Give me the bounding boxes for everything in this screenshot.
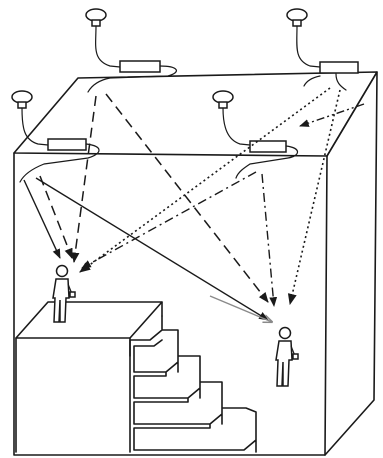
mount-bracket: [19, 143, 100, 183]
ray-r2-to-person-2: [287, 89, 341, 306]
platform-right: [129, 301, 163, 453]
antenna-icon: [212, 90, 234, 109]
antenna-cable: [296, 25, 321, 68]
person-icon: [275, 326, 299, 387]
transceiver-box-icon: [319, 61, 359, 74]
ray-faint-to-person-2: [209, 295, 272, 322]
ray-r4-to-person-2: [261, 173, 278, 307]
mount-bracket: [303, 73, 347, 91]
ray-r1-to-person-1: [71, 95, 97, 264]
ray-r3b-to-person-1: [39, 175, 73, 259]
transceiver-box-icon: [249, 140, 287, 153]
ray-r1-to-person-2: [105, 93, 269, 303]
platform-top: [15, 301, 163, 339]
antenna-icon: [11, 90, 33, 109]
ray-r3-to-person-2: [35, 177, 269, 321]
receiver-2: [286, 8, 359, 91]
antenna-icon: [286, 8, 308, 27]
room-box: [13, 71, 378, 456]
ray-r2-to-r4: [299, 103, 365, 127]
front-wall: [13, 152, 328, 456]
person-icon: [52, 264, 76, 323]
receiver-3: [11, 90, 100, 183]
receiver-4: [212, 90, 299, 179]
antenna-cable: [21, 107, 49, 146]
ray-r3-to-person-1: [23, 179, 61, 259]
stair-steps: [129, 315, 257, 453]
signal-rays: [23, 87, 365, 322]
transceiver-box-icon: [119, 60, 161, 73]
ray-r4-to-person-1: [81, 171, 257, 269]
mount-bracket: [235, 145, 299, 179]
ray-r2-to-person-1: [79, 87, 331, 273]
antenna-icon: [85, 8, 107, 27]
antenna-cable: [95, 25, 121, 68]
staircase-icon: [15, 301, 257, 453]
side-wall: [324, 71, 378, 456]
transceiver-box-icon: [47, 138, 87, 151]
antenna-cable: [222, 107, 251, 146]
receiver-1: [85, 8, 177, 93]
mount-bracket: [87, 65, 177, 93]
